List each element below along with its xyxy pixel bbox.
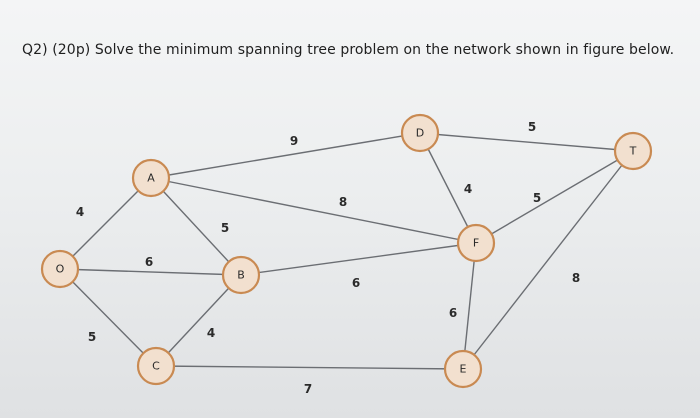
node-circle-a <box>131 158 171 198</box>
node-circle-t <box>613 131 653 171</box>
weights-layer: 4 6 5 5 9 8 4 6 7 4 5 5 6 8 <box>76 120 580 396</box>
node-e: E <box>443 349 483 389</box>
edge-weight-a-b: 5 <box>221 221 229 235</box>
edges-layer <box>59 132 634 370</box>
node-circle-o <box>40 249 80 289</box>
edge-c-e <box>155 365 464 370</box>
edge-f-t <box>475 150 634 244</box>
node-a: A <box>131 158 171 198</box>
edge-weight-b-f: 6 <box>352 276 360 290</box>
node-circle-b <box>221 255 261 295</box>
edge-weight-a-d: 9 <box>290 134 298 148</box>
edge-weight-o-a: 4 <box>76 205 84 219</box>
edge-weight-d-f: 4 <box>464 182 472 196</box>
node-t: T <box>613 131 653 171</box>
node-label-e: E <box>460 363 467 376</box>
node-label-o: O <box>56 263 65 276</box>
node-circle-c <box>136 346 176 386</box>
node-label-c: C <box>152 360 160 373</box>
edge-b-f <box>240 242 477 276</box>
node-label-d: D <box>416 127 424 140</box>
edge-weight-o-b: 6 <box>145 255 153 269</box>
edge-d-t <box>419 132 634 152</box>
edge-weight-c-e: 7 <box>304 382 312 396</box>
node-d: D <box>400 113 440 153</box>
edge-f-e <box>462 242 477 370</box>
node-circle-d <box>400 113 440 153</box>
edge-weight-e-t: 8 <box>572 271 580 285</box>
edge-weight-d-t: 5 <box>528 120 536 134</box>
edge-e-t <box>462 150 634 370</box>
node-c: C <box>136 346 176 386</box>
node-f: F <box>456 223 496 263</box>
edge-weight-b-c: 4 <box>207 326 215 340</box>
edge-b-c <box>155 274 242 367</box>
edge-o-b <box>59 268 242 276</box>
edge-weight-f-t: 5 <box>533 191 541 205</box>
edge-a-b <box>150 177 242 276</box>
edge-d-f <box>419 132 477 244</box>
edge-weight-o-c: 5 <box>88 330 96 344</box>
node-label-t: T <box>629 145 637 158</box>
edge-a-d <box>150 132 421 179</box>
question-text: Q2) (20p) Solve the minimum spanning tre… <box>22 42 675 58</box>
node-circle-f <box>456 223 496 263</box>
node-label-b: B <box>237 269 245 282</box>
edge-weight-a-f: 8 <box>339 195 347 209</box>
node-b: B <box>221 255 261 295</box>
node-label-f: F <box>473 237 479 250</box>
node-circle-e <box>443 349 483 389</box>
edge-a-f <box>150 177 477 244</box>
edge-o-a <box>59 177 152 270</box>
edge-o-c <box>59 268 157 367</box>
edge-weight-f-e: 6 <box>449 306 457 320</box>
nodes-layer: O A B C D E F T <box>40 113 653 389</box>
node-o: O <box>40 249 80 289</box>
node-label-a: A <box>147 172 155 185</box>
